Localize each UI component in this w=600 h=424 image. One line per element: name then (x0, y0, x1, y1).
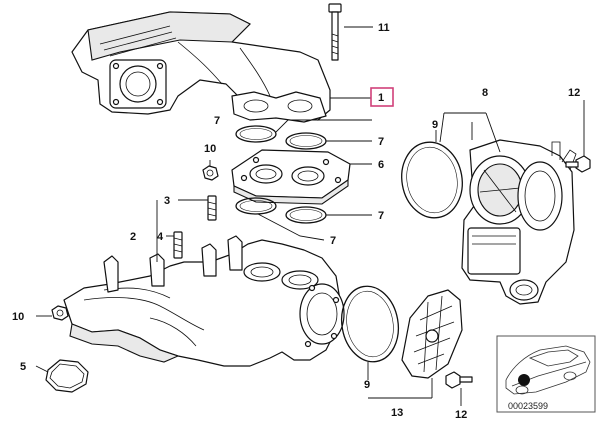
nut-10-lower[interactable] (51, 305, 69, 321)
hose-boot-5[interactable] (45, 359, 89, 393)
screw-12-lower[interactable] (445, 371, 473, 389)
stud-4[interactable] (173, 231, 183, 259)
label-6: 6 (378, 159, 384, 171)
label-7-b: 7 (378, 136, 384, 148)
gasket-ring-7d[interactable] (285, 206, 327, 224)
label-3: 3 (164, 195, 170, 207)
label-7-c: 7 (378, 210, 384, 222)
label-9-b: 9 (364, 379, 370, 391)
leader-lines (35, 26, 585, 406)
label-7-d: 7 (330, 235, 336, 247)
callout-labels: 11 1 7 7 10 6 3 7 2 4 7 10 5 8 12 9 9 13… (12, 22, 580, 421)
o-ring-9-upper[interactable] (396, 137, 468, 222)
lower-intake-manifold[interactable] (63, 235, 345, 367)
gasket-ring-7a[interactable] (235, 125, 277, 143)
label-2: 2 (130, 231, 136, 243)
label-11: 11 (378, 22, 390, 34)
spacer-plate[interactable] (231, 149, 351, 205)
label-7-a: 7 (214, 115, 220, 127)
bolt-11[interactable] (328, 3, 342, 61)
label-13: 13 (391, 407, 403, 419)
catalog-number: 00023599 (508, 401, 548, 411)
gasket-ring-7c[interactable] (235, 197, 277, 215)
car-outline (505, 345, 591, 395)
label-9-a: 9 (432, 119, 438, 131)
location-marker (518, 374, 530, 386)
throttle-housing[interactable] (461, 139, 577, 305)
label-12-b: 12 (455, 409, 467, 421)
label-10-b: 10 (12, 311, 24, 323)
label-1: 1 (378, 92, 384, 104)
label-8: 8 (482, 87, 488, 99)
nut-10-upper[interactable] (202, 165, 219, 181)
stud-3[interactable] (207, 195, 217, 221)
label-10-a: 10 (204, 143, 216, 155)
gasket-ring-7b[interactable] (285, 132, 327, 150)
label-5: 5 (20, 361, 26, 373)
label-4: 4 (157, 231, 164, 243)
throttle-cover-13[interactable] (401, 289, 463, 379)
label-12-a: 12 (568, 87, 580, 99)
o-ring-9-lower[interactable] (336, 282, 404, 367)
label-1-highlight (370, 87, 394, 107)
vehicle-locator-inset: 00023599 (496, 335, 596, 413)
upper-intake-manifold[interactable] (71, 11, 331, 123)
